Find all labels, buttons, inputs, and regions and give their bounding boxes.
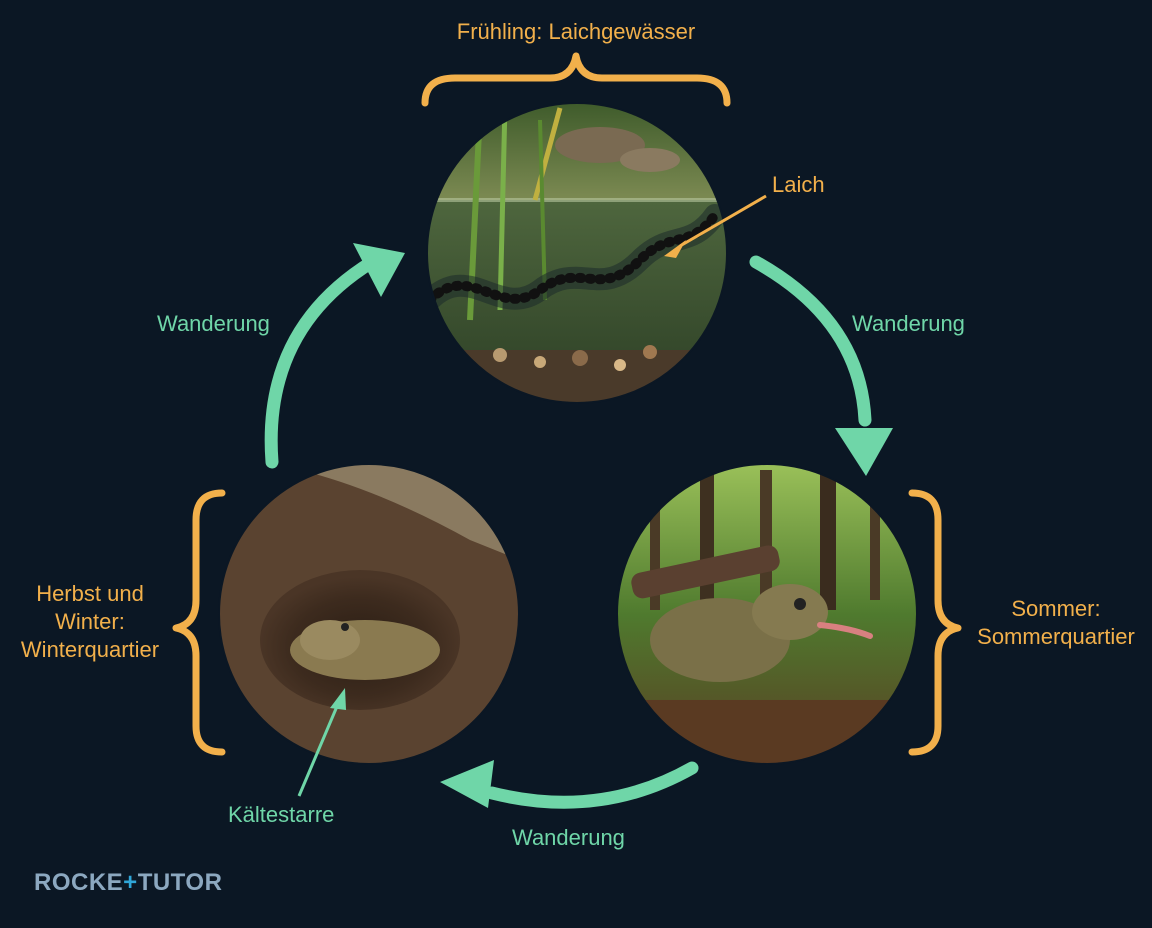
migration-arrow-right [749, 255, 872, 427]
spring-stage-label: Frühling: Laichgewässer [456, 19, 696, 44]
winter-burrow-image [219, 464, 519, 764]
torpor-pointer-line [297, 703, 340, 797]
brand-part1: ROCKE [34, 869, 124, 896]
migration-label-bottom: Wanderung [512, 825, 625, 850]
brand-logo: ROCKE+TUTOR [34, 869, 222, 897]
spring-bracket [421, 52, 731, 107]
summer-label-line2: Sommerquartier [977, 624, 1135, 649]
autumn-winter-label-line3: Winterquartier [20, 637, 160, 662]
migration-label-left: Wanderung [157, 311, 270, 336]
spawn-pointer-line [679, 194, 767, 248]
spawn-pointer-head [664, 240, 686, 258]
brand-plus: + [123, 869, 138, 896]
summer-forest-image [617, 464, 917, 764]
autumn-winter-label-line2: Winter: [55, 609, 125, 634]
migration-arrow-left [264, 255, 379, 469]
winter-bracket [172, 489, 226, 756]
torpor-annotation: Kältestarre [228, 802, 335, 827]
autumn-winter-stage-label: Herbst und Winter: Winterquartier [4, 580, 176, 664]
brand-part2: TUTOR [137, 869, 223, 896]
migration-arrowhead-left [353, 243, 405, 297]
spawn-annotation: Laich [772, 172, 825, 197]
summer-stage-label: Sommer: Sommerquartier [958, 595, 1152, 651]
autumn-winter-label-line1: Herbst und [36, 581, 144, 606]
summer-bracket [908, 489, 962, 756]
torpor-pointer-head [330, 688, 346, 710]
migration-label-right: Wanderung [852, 311, 965, 336]
migration-arrowhead-right [835, 428, 893, 476]
summer-label-line1: Sommer: [1011, 596, 1101, 621]
pond-image [427, 103, 727, 403]
migration-arrowhead-bottom [440, 760, 494, 808]
migration-arrow-bottom [485, 761, 699, 809]
